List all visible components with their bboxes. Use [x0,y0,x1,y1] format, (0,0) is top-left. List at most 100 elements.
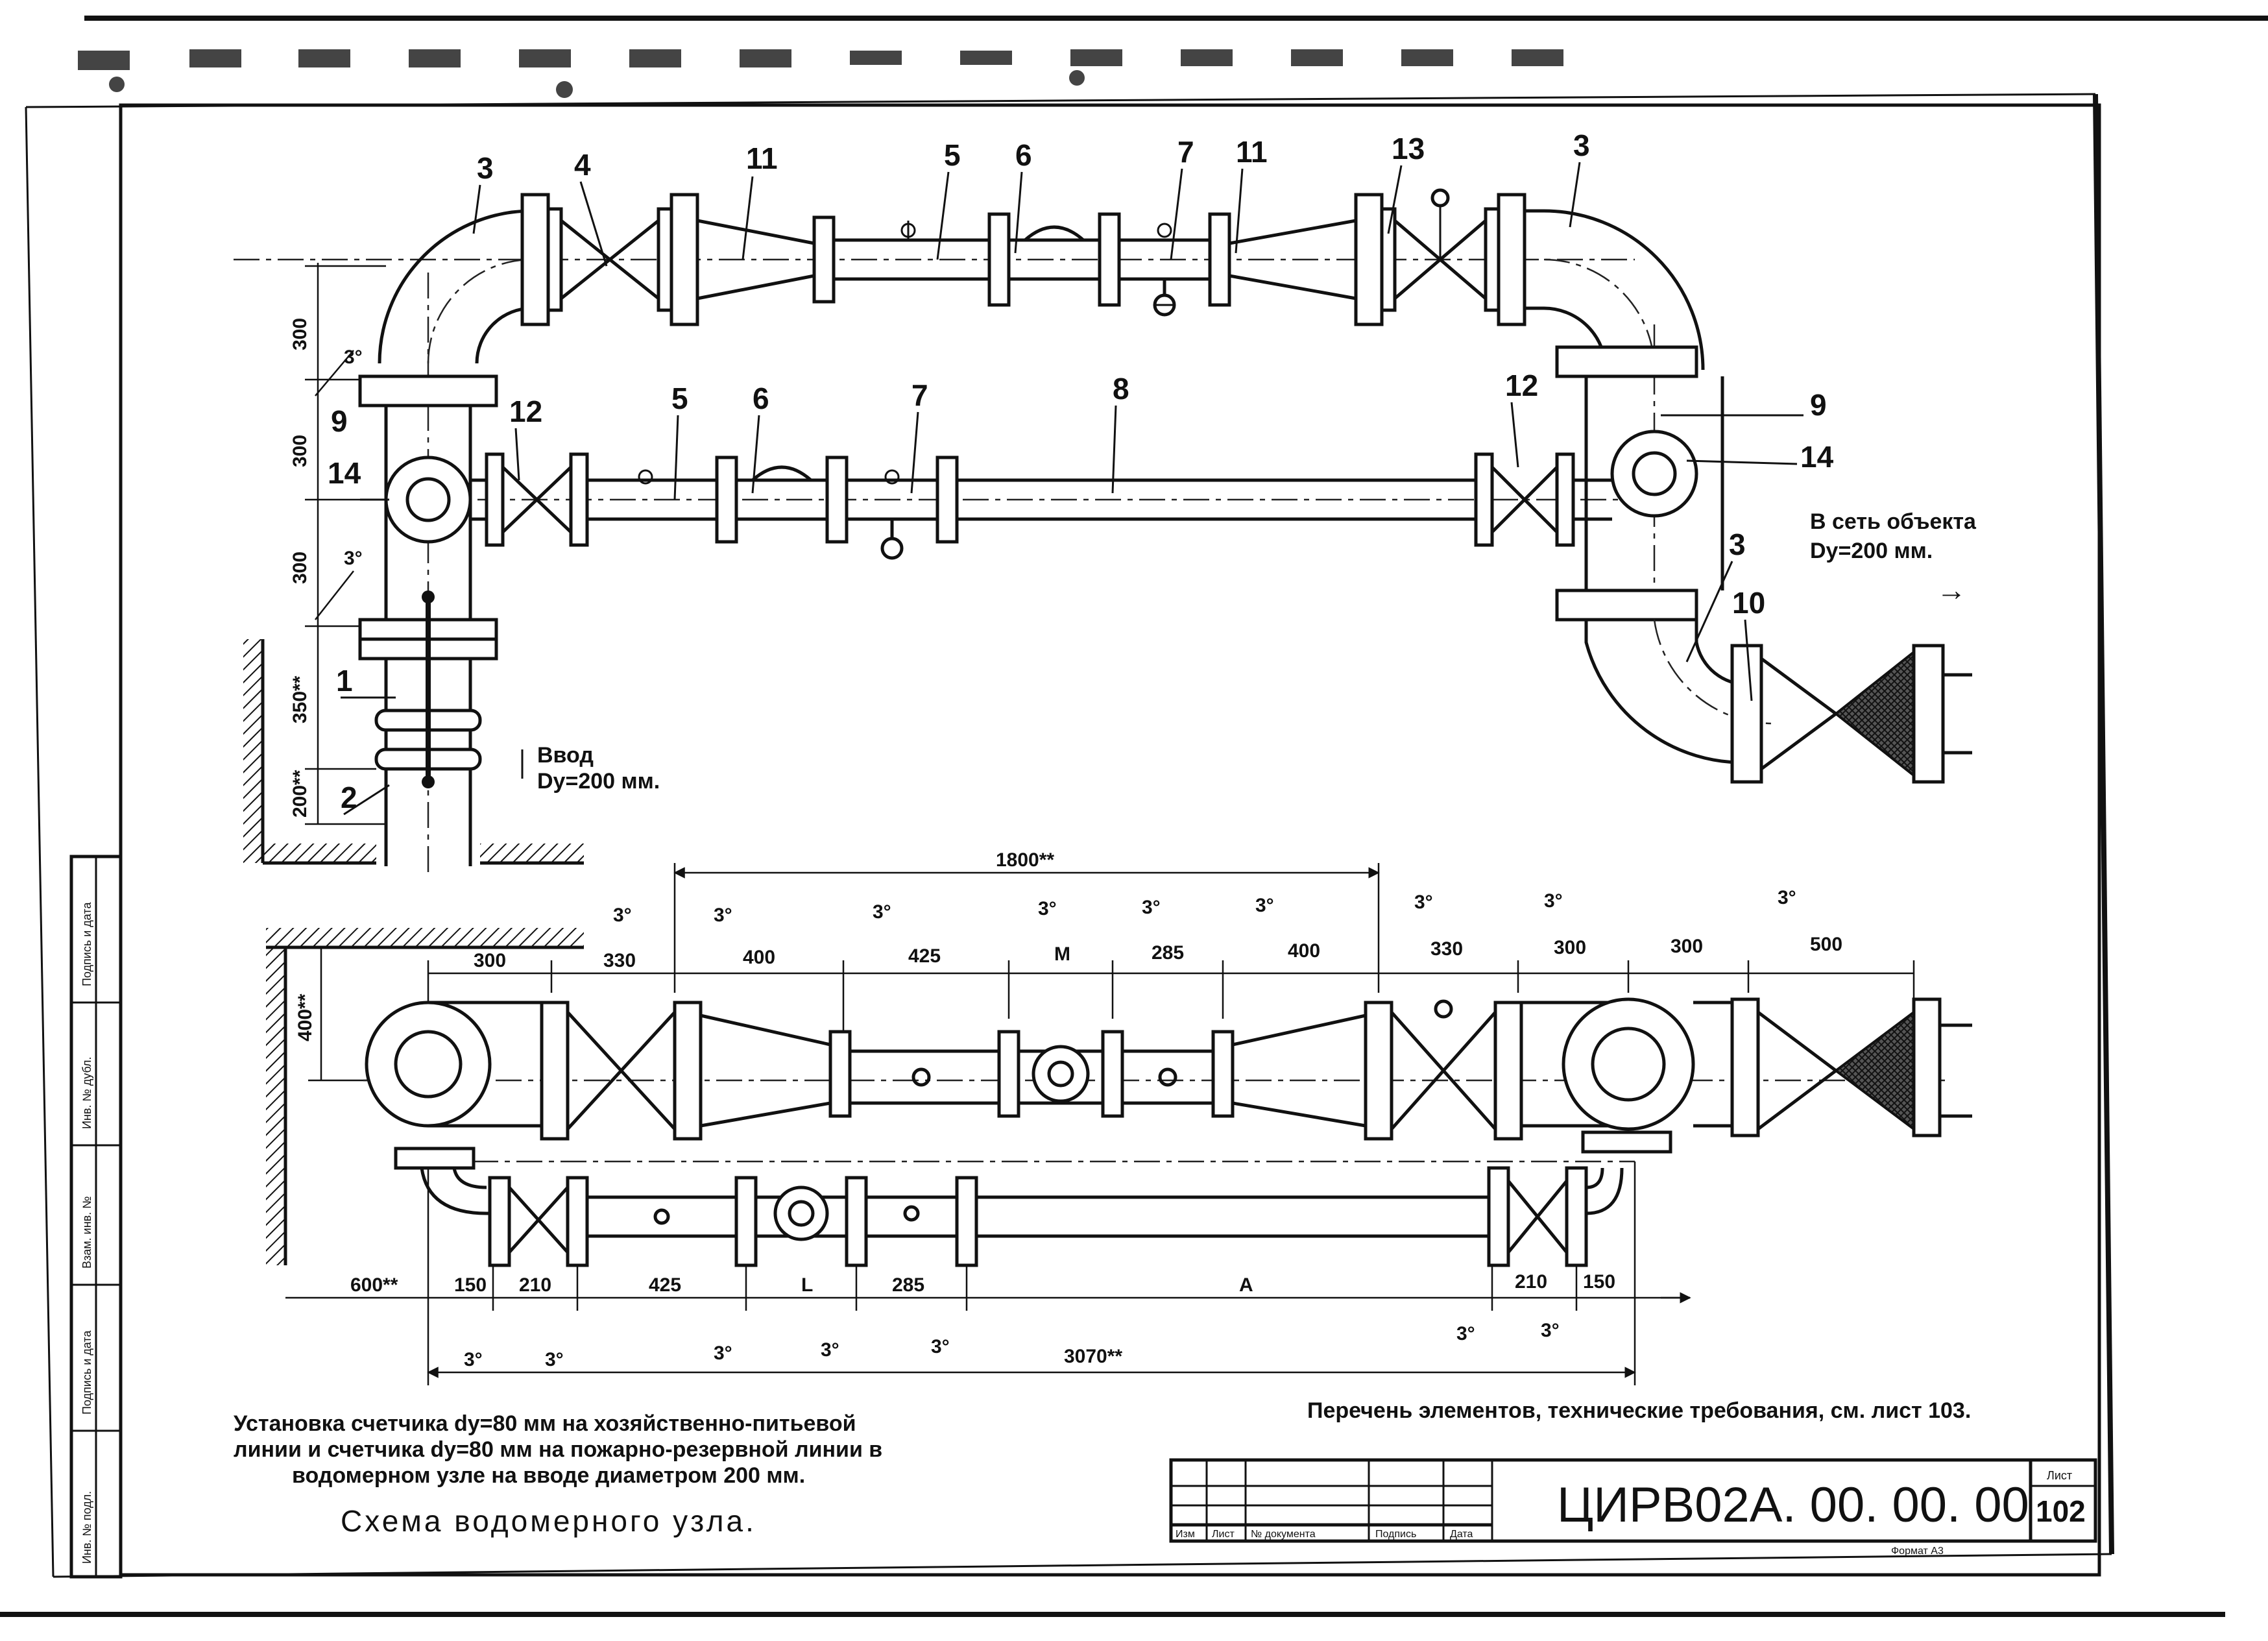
lower-scheme [266,863,1972,1385]
pos-mid-4: 5 [671,382,688,415]
col-list: Лист [1212,1529,1235,1540]
description-line-1: Установка счетчика dy=80 мм на хозяйстве… [234,1411,856,1436]
pos-side-3: 3 [1729,528,1746,561]
pos-mid-8: 12 [1505,369,1538,402]
col-izm: Изм [1176,1529,1195,1540]
lower-bypass-line [394,1130,1672,1267]
lower-dim-labels: 1800** 400** 300 330 400 425 M 285 400 3… [295,849,1842,1370]
dim-bottom-1: 600** [350,1274,398,1296]
dim-top-3: 400 [743,947,775,968]
right-riser [1555,345,1972,784]
description-line-3: водомерном узле на вводе диаметром 200 м… [292,1463,805,1488]
stamp-1: Подпись и дата [80,902,93,986]
outlet-arrow: → [1936,573,1966,607]
pos-mid-10: 14 [1800,440,1834,474]
dim-left-1: 300 [289,318,311,350]
slope-lower-8: 3° [1544,890,1563,912]
dim-bottom-6: 285 [892,1274,924,1296]
dim-left-2: 300 [289,435,311,467]
middle-bypass-line [470,452,1612,560]
pos-upper-2: 4 [574,148,591,182]
pos-upper-3: 11 [746,141,778,175]
format-label: Формат А3 [1891,1546,1944,1557]
pos-mid-6: 7 [911,378,928,412]
top-scan-marks [78,49,1563,98]
dim-left-5: 200** [289,770,311,818]
slope-lower-7: 3° [1414,892,1433,913]
pos-upper-5: 6 [1015,138,1032,172]
dim-top-8: 330 [1430,938,1463,960]
slope-lower-5: 3° [1142,897,1161,918]
pos-mid-1: 9 [331,404,348,438]
dim-left-3: 300 [289,552,311,584]
left-riser [243,374,584,866]
outlet-label: В сеть объекта [1810,509,1977,534]
slope-bottom-4: 3° [821,1339,839,1361]
slope-bottom-5: 3° [931,1336,950,1357]
slope-bottom-6: 3° [1456,1323,1475,1344]
dim-top-overall: 1800** [996,849,1054,871]
sheet-frame [0,16,2268,1617]
slope-bottom-2: 3° [545,1349,564,1370]
dim-top-11: 500 [1810,934,1842,955]
dim-bottom-8: 210 [1515,1271,1547,1293]
inlet-label: Ввод [537,743,594,768]
stamp-3: Взам. инв. № [80,1196,93,1269]
col-sign: Подпись [1375,1529,1416,1540]
upper-dim-labels: 300 300 300 350** 200** 3° 3° [289,318,363,818]
pos-mid-3: 14 [328,456,361,490]
dim-bottom-overall: 3070** [1064,1346,1122,1367]
side-stamp: Подпись и дата Инв. № дубл. Взам. инв. №… [69,855,123,1579]
sheet-number: 102 [2036,1494,2086,1528]
pos-mid-7: 8 [1113,372,1129,406]
dim-top-2: 330 [603,950,636,971]
outlet-size: Dy=200 мм. [1810,539,1933,563]
slope-upper-2: 3° [344,548,363,569]
upper-scheme [234,188,1972,876]
pos-upper-8: 13 [1392,132,1425,165]
dim-left-4: 350** [289,675,311,723]
col-date: Дата [1450,1529,1473,1540]
dim-top-7: 400 [1288,940,1320,962]
drawing-caption: Схема водомерного узла. [341,1504,756,1538]
stamp-5: Инв. № подл. [80,1491,93,1564]
sheet-label: Лист [2047,1469,2072,1482]
pos-mid-9: 9 [1810,388,1827,422]
slope-lower-2: 3° [714,905,732,926]
inlet-size: Dy=200 мм. [537,769,660,794]
col-doc: № документа [1251,1529,1316,1540]
description-line-2: линии и счетчика dy=80 мм на пожарно-рез… [234,1437,882,1462]
dim-top-10: 300 [1671,936,1703,957]
pos-side-4: 10 [1732,586,1765,620]
dim-top-4: 425 [908,945,941,967]
reference-note: Перечень элементов, технические требован… [1307,1398,1971,1423]
pos-side-2: 2 [341,781,357,814]
title-block: Изм Лист № документа Подпись Дата ЦИРВ02… [1169,1458,2097,1557]
slope-lower-4: 3° [1038,898,1057,919]
pos-upper-6: 7 [1177,135,1194,169]
dim-bottom-9: 150 [1583,1271,1615,1293]
pos-mid-2: 12 [509,395,542,428]
slope-lower-1: 3° [613,905,632,926]
stamp-2: Инв. № дубл. [80,1057,93,1129]
slope-bottom-7: 3° [1541,1320,1560,1341]
stamp-4: Подпись и дата [80,1330,93,1415]
dim-top-5: M [1054,943,1070,965]
pos-upper-7: 11 [1236,135,1268,169]
description: Установка счетчика dy=80 мм на хозяйстве… [234,1398,1971,1538]
pos-side-1: 1 [336,664,353,698]
slope-bottom-1: 3° [464,1349,483,1370]
slope-lower-6: 3° [1255,895,1274,916]
lower-main-line [365,997,1972,1141]
upper-main-line [378,188,1705,371]
dim-bottom-2: 150 [454,1274,487,1296]
dim-top-1: 300 [474,950,506,971]
dim-top-6: 285 [1152,942,1184,964]
position-labels: 3 4 11 5 6 7 11 13 3 9 12 14 5 6 7 8 12 … [328,128,1834,816]
dim-bottom-5: L [801,1274,813,1296]
dim-lower-vertical: 400** [295,993,316,1041]
dim-bottom-4: 425 [649,1274,681,1296]
slope-upper-1: 3° [344,346,363,368]
pos-upper-4: 5 [944,138,961,172]
